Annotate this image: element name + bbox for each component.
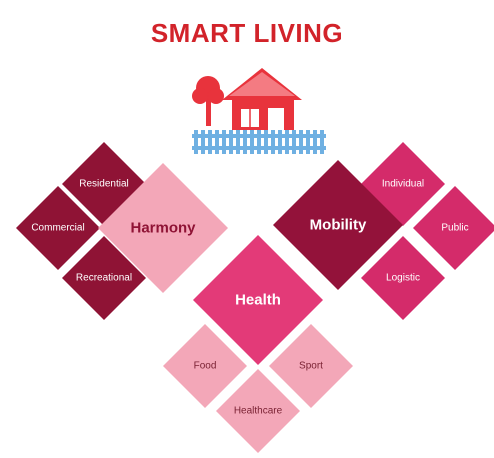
diagram-title: SMART LIVING <box>150 18 344 48</box>
healthcare-label: Healthcare <box>234 406 283 417</box>
commercial-label: Commercial <box>31 223 84 234</box>
sport-label: Sport <box>299 361 323 372</box>
commercial-diamond <box>16 186 100 270</box>
food-diamond <box>163 324 247 408</box>
food-label: Food <box>194 361 217 372</box>
harmony-diamond <box>98 163 228 293</box>
residential-label: Residential <box>79 179 128 190</box>
public-diamond <box>413 186 494 270</box>
healthcare-diamond <box>216 369 300 453</box>
harmony-label: Harmony <box>130 220 196 237</box>
logistic-label: Logistic <box>386 273 420 284</box>
recreational-label: Recreational <box>76 273 132 284</box>
health-label: Health <box>235 292 281 309</box>
mobility-diamond <box>273 160 403 290</box>
fence-icon <box>192 130 326 154</box>
logistic-diamond <box>361 236 445 320</box>
public-label: Public <box>441 223 468 234</box>
sport-diamond <box>269 324 353 408</box>
house-icon <box>192 68 326 154</box>
tree-icon <box>192 76 224 126</box>
recreational-diamond <box>62 236 146 320</box>
individual-label: Individual <box>382 179 424 190</box>
health-diamond <box>193 235 323 365</box>
mobility-label: Mobility <box>310 217 367 234</box>
